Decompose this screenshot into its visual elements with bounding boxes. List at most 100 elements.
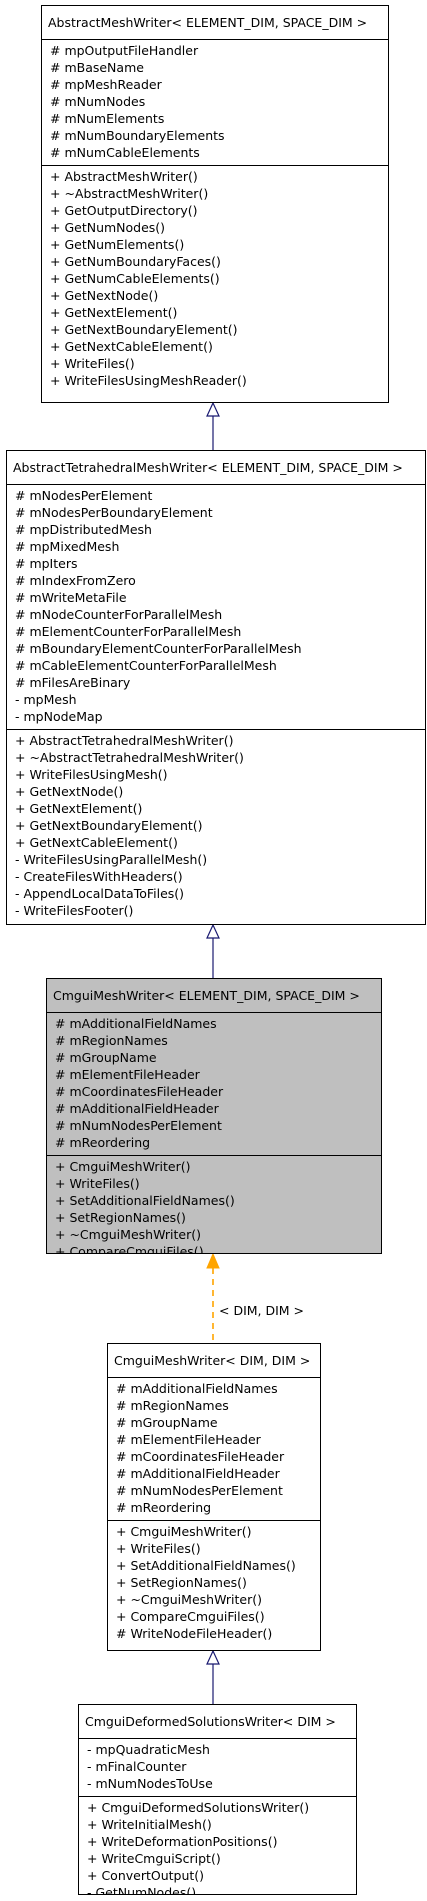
method-item: + CmguiDeformedSolutionsWriter() [87,1800,310,1815]
attribute-item: # mNumCableElements [50,145,200,160]
attribute-item: # mElementFileHeader [55,1067,200,1082]
method-item: + GetNextNode() [15,784,124,799]
template-arrow [206,1252,220,1269]
attribute-item: # mpDistributedMesh [15,522,152,537]
method-item: + WriteDeformationPositions() [87,1834,278,1849]
attribute-item: # mReordering [116,1500,212,1515]
attribute-item: # mElementCounterForParallelMesh [15,624,242,639]
attribute-item: # mNodesPerBoundaryElement [15,505,213,520]
attribute-item: # mNumBoundaryElements [50,128,225,143]
attribute-item: # mBoundaryElementCounterForParallelMesh [15,641,302,656]
method-item: + WriteFilesUsingMesh() [15,767,168,782]
method-item: + SetRegionNames() [116,1575,247,1590]
attribute-item: # mRegionNames [116,1398,229,1413]
method-item: + GetNextCableElement() [50,339,213,354]
method-item: + GetOutputDirectory() [50,203,198,218]
method-item: + SetAdditionalFieldNames() [116,1558,296,1573]
method-item: + ConvertOutput() [87,1868,205,1883]
method-item: - CreateFilesWithHeaders() [15,869,183,884]
attribute-item: # mAdditionalFieldNames [116,1381,278,1396]
method-item: + CompareCmguiFiles() [55,1244,204,1254]
attribute-item: - mpMesh [15,692,77,707]
attribute-item: # mNumNodesPerElement [55,1118,222,1133]
attribute-item: # mCableElementCounterForParallelMesh [15,658,277,673]
method-item: + GetNumBoundaryFaces() [50,254,221,269]
attribute-item: # mNodesPerElement [15,488,153,503]
methods-section: + CmguiMeshWriter() + WriteFiles() + SetAd… [108,1520,320,1646]
method-item: + CmguiMeshWriter() [116,1524,252,1539]
attribute-item: # mGroupName [55,1050,157,1065]
methods-section: + AbstractTetrahedralMeshWriter() + ~Abst… [7,729,425,923]
attribute-item: # mpIters [15,556,78,571]
attribute-item: # mCoordinatesFileHeader [116,1449,285,1464]
method-item: + ~CmguiMeshWriter() [55,1227,201,1242]
class-title: CmguiMeshWriter< DIM, DIM > [108,1344,320,1378]
method-item: + WriteFiles() [55,1176,140,1191]
attribute-item: # mRegionNames [55,1033,168,1048]
attributes-section: # mNodesPerElement # mNodesPerBoundaryEle… [7,485,425,729]
attribute-item: # mpMixedMesh [15,539,120,554]
attribute-item: # mElementFileHeader [116,1432,261,1447]
methods-section: + CmguiMeshWriter() + WriteFiles() + SetAd… [47,1155,381,1254]
attributes-section: # mAdditionalFieldNames # mRegionNames # m… [108,1378,320,1520]
method-item: + WriteInitialMesh() [87,1817,212,1832]
methods-section: + AbstractMeshWriter() + ~AbstractMeshWri… [42,165,388,393]
attributes-section: # mAdditionalFieldNames # mRegionNames # m… [47,1013,381,1155]
attributes-section: - mpQuadraticMesh - mFinalCounter - mNumNo… [79,1739,356,1796]
class-title: AbstractMeshWriter< ELEMENT_DIM, SPACE_D… [42,6,388,40]
method-item: # WriteNodeFileHeader() [116,1626,273,1641]
method-item: + ~AbstractTetrahedralMeshWriter() [15,750,244,765]
attribute-item: # mNumElements [50,111,165,126]
attribute-item: # mAdditionalFieldHeader [116,1466,280,1481]
attribute-item: # mCoordinatesFileHeader [55,1084,224,1099]
attribute-item: # mpOutputFileHandler [50,43,199,58]
attribute-item: # mNumNodes [50,94,146,109]
attribute-item: - mpQuadraticMesh [87,1742,210,1757]
method-item: + GetNextNode() [50,288,159,303]
method-item: + GetNumNodes() [50,220,166,235]
method-item: + WriteFiles() [116,1541,201,1556]
method-item: - AppendLocalDataToFiles() [15,886,185,901]
method-item: + CompareCmguiFiles() [116,1609,265,1624]
method-item: + ~AbstractMeshWriter() [50,186,209,201]
method-item: + GetNextBoundaryElement() [15,818,203,833]
method-item: + ~CmguiMeshWriter() [116,1592,262,1607]
attribute-item: - mpNodeMap [15,709,103,724]
attribute-item: # mGroupName [116,1415,218,1430]
method-item: + AbstractTetrahedralMeshWriter() [15,733,234,748]
attribute-item: - mFinalCounter [87,1759,187,1774]
method-item: + GetNextCableElement() [15,835,178,850]
class-abstract-tetrahedral-mesh-writer[interactable]: AbstractTetrahedralMeshWriter< ELEMENT_D… [6,450,426,925]
method-item: + WriteFiles() [50,356,135,371]
method-item: + CmguiMeshWriter() [55,1159,191,1174]
method-item: + GetNumCableElements() [50,271,220,286]
class-cmgui-deformed-solutions-writer[interactable]: CmguiDeformedSolutionsWriter< DIM > - mp… [78,1704,357,1895]
method-item: + WriteCmguiScript() [87,1851,221,1866]
class-title: AbstractTetrahedralMeshWriter< ELEMENT_D… [7,451,425,485]
method-item: + SetAdditionalFieldNames() [55,1193,235,1208]
method-item: + AbstractMeshWriter() [50,169,198,184]
template-argument-label: < DIM, DIM > [219,1303,305,1318]
class-cmgui-mesh-writer-dim-dim[interactable]: CmguiMeshWriter< DIM, DIM > # mAdditiona… [107,1343,321,1651]
method-item: + WriteFilesUsingMeshReader() [50,373,247,388]
class-title: CmguiDeformedSolutionsWriter< DIM > [79,1705,356,1739]
attribute-item: # mAdditionalFieldNames [55,1016,217,1031]
attribute-item: # mpMeshReader [50,77,162,92]
method-item: + GetNextElement() [15,801,143,816]
inheritance-arrow [206,1649,220,1665]
attribute-item: - mNumNodesToUse [87,1776,213,1791]
method-item: - WriteFilesFooter() [15,903,134,918]
method-item: - GetNumNodes() [87,1885,197,1895]
attribute-item: # mAdditionalFieldHeader [55,1101,219,1116]
attribute-item: # mWriteMetaFile [15,590,127,605]
attribute-item: # mFilesAreBinary [15,675,131,690]
attribute-item: # mBaseName [50,60,144,75]
class-cmgui-mesh-writer[interactable]: CmguiMeshWriter< ELEMENT_DIM, SPACE_DIM … [46,978,382,1254]
inheritance-arrow [206,923,220,939]
attribute-item: # mNumNodesPerElement [116,1483,283,1498]
method-item: + GetNextBoundaryElement() [50,322,238,337]
class-title: CmguiMeshWriter< ELEMENT_DIM, SPACE_DIM … [47,979,381,1013]
attribute-item: # mIndexFromZero [15,573,136,588]
class-abstract-mesh-writer[interactable]: AbstractMeshWriter< ELEMENT_DIM, SPACE_D… [41,5,389,403]
